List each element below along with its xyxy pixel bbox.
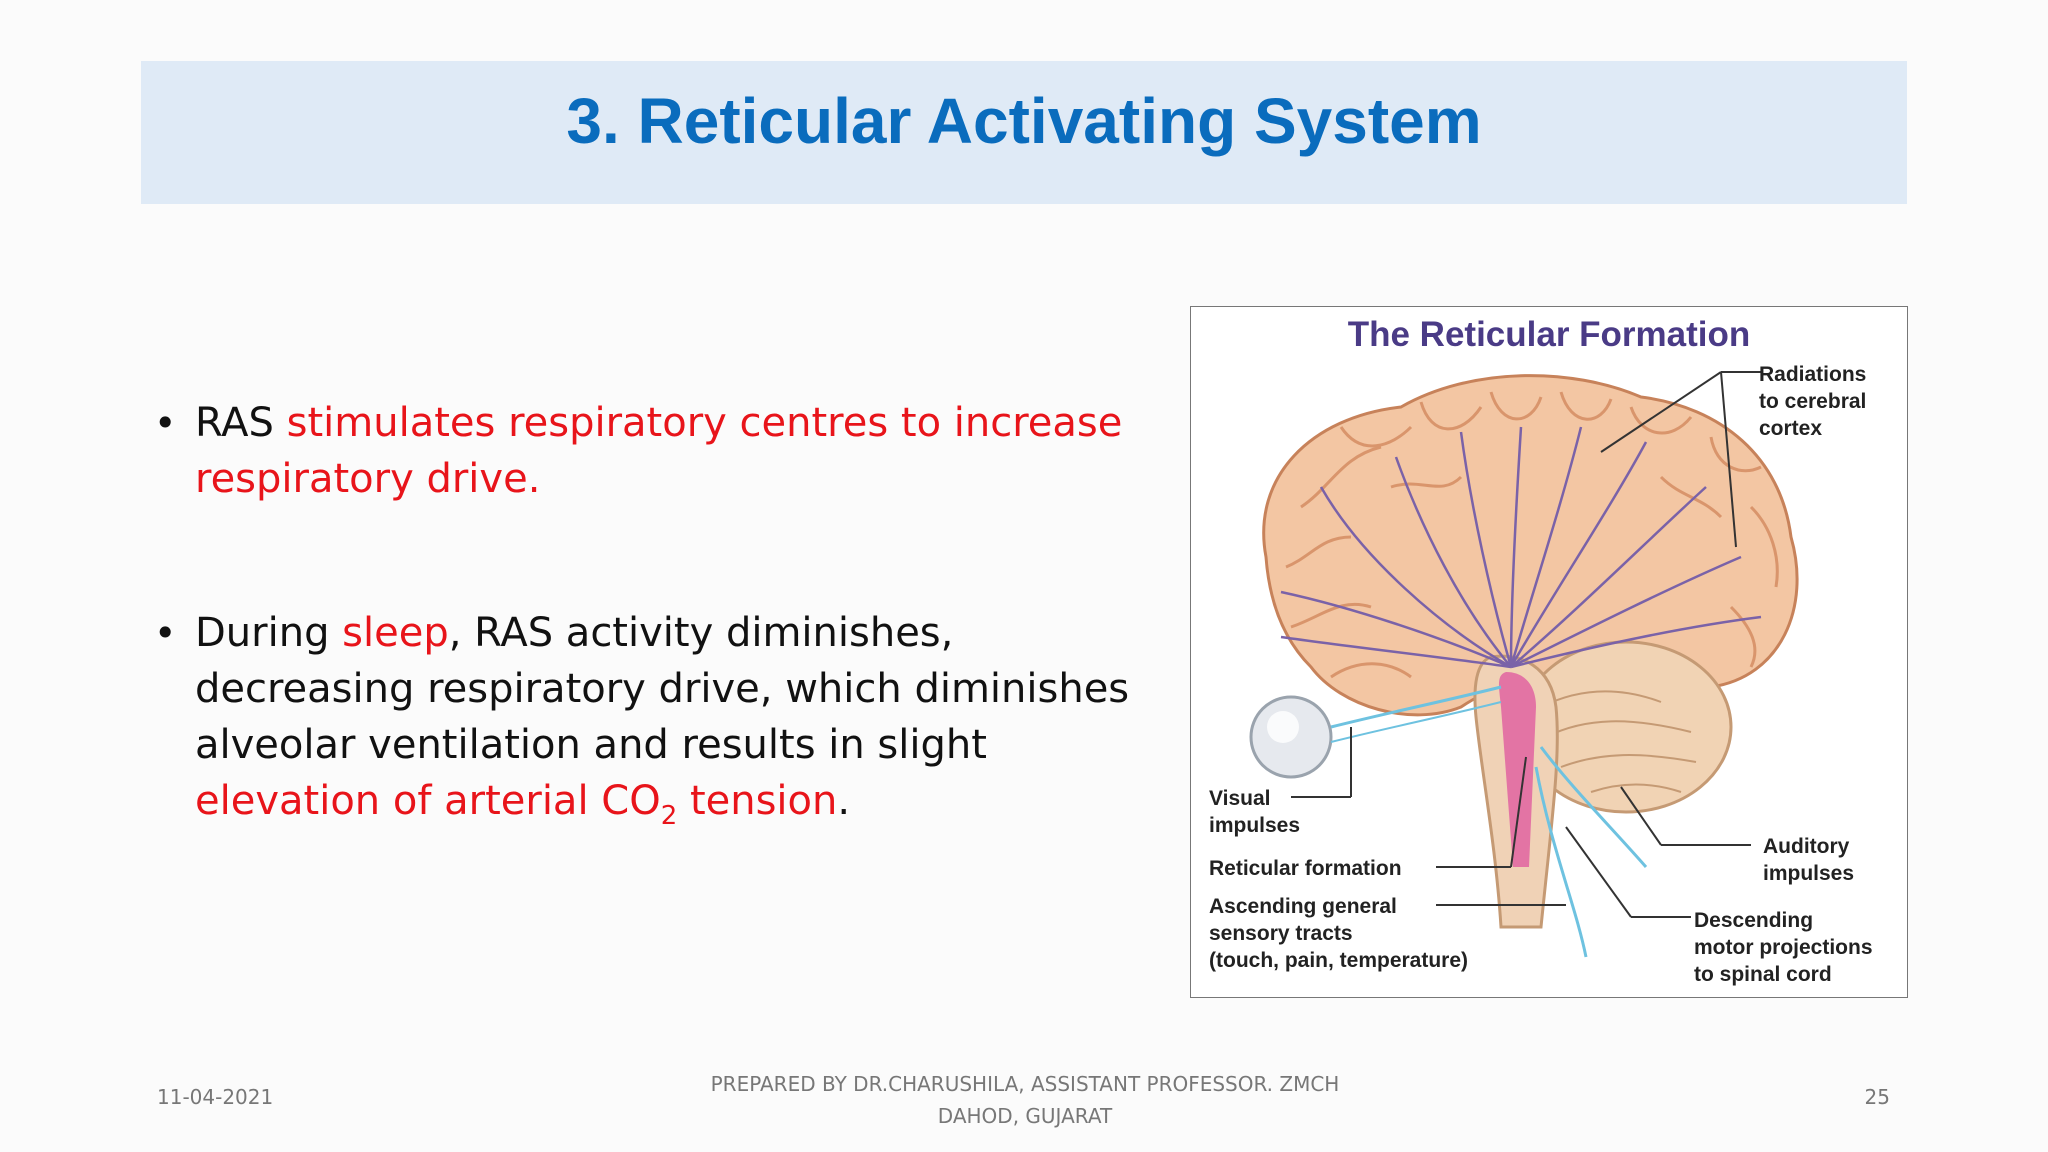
gyri-lines	[1285, 391, 1779, 679]
visual-pathway	[1330, 685, 1502, 729]
label-visual-impulses: Visual impulses	[1209, 787, 1301, 837]
bullet-text: RAS	[195, 400, 287, 446]
label-descending-projections: Descending motor projections to spinal c…	[1694, 909, 1873, 986]
subscript: 2	[660, 801, 678, 831]
footer-credit-line1: PREPARED BY DR.CHARUSHILA, ASSISTANT PRO…	[710, 1072, 1340, 1096]
bullet-text: During	[195, 610, 343, 656]
page-number: 25	[1864, 1085, 1890, 1109]
footer-credit-line2: DAHOD, GUJARAT	[937, 1104, 1113, 1128]
bullet-dot: •	[154, 401, 177, 445]
leader-lines	[1291, 371, 1761, 918]
title-band: 3. Reticular Activating System	[141, 61, 1907, 204]
label-ascending-tracts: Ascending general sensory tracts (touch,…	[1209, 895, 1469, 972]
period: .	[837, 778, 851, 824]
bullet-item: • During sleep, RAS activity diminishes,…	[150, 605, 1140, 844]
slide-title: 3. Reticular Activating System	[566, 84, 1482, 157]
reticular-formation-figure: The Reticular Formation Radiations to ce…	[1190, 306, 1908, 998]
highlight-text: stimulates respiratory centres to increa…	[195, 400, 1123, 502]
radiation-lines	[1280, 426, 1762, 669]
figure-title: The Reticular Formation	[1347, 315, 1751, 354]
reticular-core	[1498, 672, 1536, 867]
highlight-text: elevation of arterial CO	[195, 778, 661, 824]
highlight-text: sleep	[342, 610, 449, 656]
footer-credit: PREPARED BY DR.CHARUSHILA, ASSISTANT PRO…	[680, 1068, 1370, 1132]
highlight-text: tension	[677, 778, 838, 824]
label-reticular-formation: Reticular formation	[1209, 857, 1402, 880]
bullet-text: , RAS activity diminishes, decreasing re…	[195, 610, 1130, 768]
brain-illustration	[1249, 371, 1799, 958]
sensory-tract	[1534, 766, 1588, 958]
label-auditory-impulses: Auditory impulses	[1763, 835, 1855, 885]
bullet-dot: •	[154, 611, 177, 655]
bullet-list: • RAS stimulates respiratory centres to …	[150, 395, 1140, 942]
label-radiations: Radiations to cerebral cortex	[1759, 363, 1867, 440]
footer-date: 11-04-2021	[157, 1085, 274, 1109]
bullet-item: • RAS stimulates respiratory centres to …	[150, 395, 1140, 507]
